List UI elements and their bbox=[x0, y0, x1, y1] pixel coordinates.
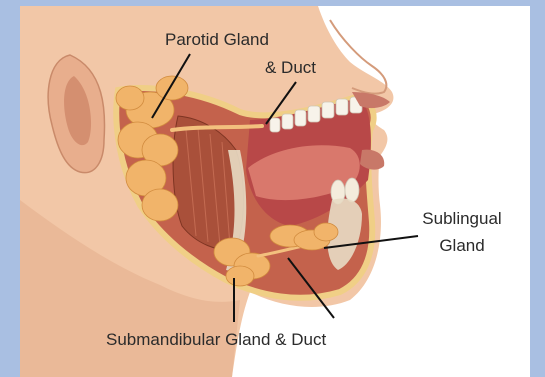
label-parotid-duct: & Duct bbox=[265, 58, 316, 78]
label-sublingual-gland: Gland bbox=[418, 236, 506, 256]
label-parotid-gland: Parotid Gland bbox=[165, 30, 269, 50]
label-submandibular-gland-duct: Submandibular Gland & Duct bbox=[106, 330, 326, 350]
label-sublingual: Sublingual bbox=[418, 209, 506, 229]
